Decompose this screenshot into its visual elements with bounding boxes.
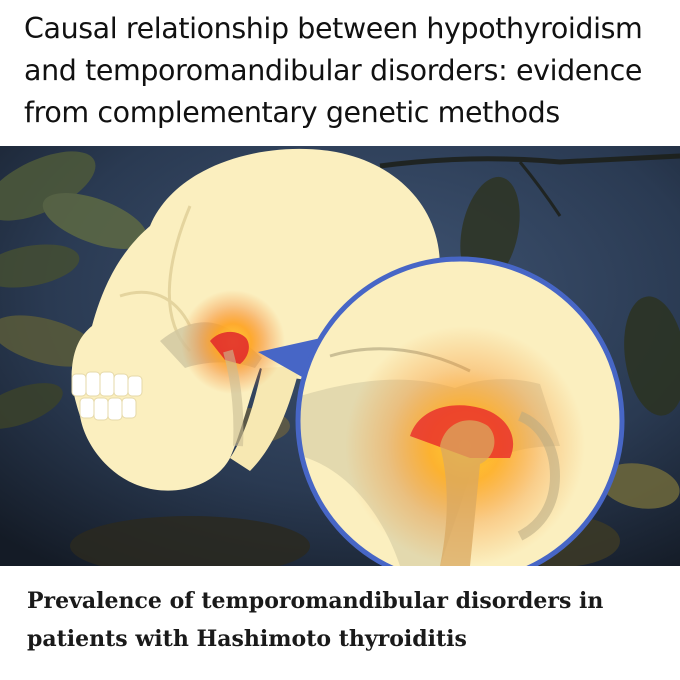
title-line: Causal relationship between hypothyroidi…	[24, 12, 643, 45]
skull-tmj-icon	[0, 146, 680, 566]
skull-tmj-illustration	[0, 146, 680, 566]
magnifier-circle-icon	[295, 256, 625, 566]
title-line: patients with Hashimoto thyroiditis	[27, 626, 467, 652]
article-title-bottom: Prevalence of temporomandibular disorder…	[27, 582, 667, 658]
article-title-top: Causal relationship between hypothyroidi…	[24, 8, 664, 134]
title-line: from complementary genetic methods	[24, 96, 560, 129]
title-line: Prevalence of temporomandibular disorder…	[27, 588, 604, 614]
title-line: and temporomandibular disorders: evidenc…	[24, 54, 642, 87]
skull	[71, 148, 440, 491]
